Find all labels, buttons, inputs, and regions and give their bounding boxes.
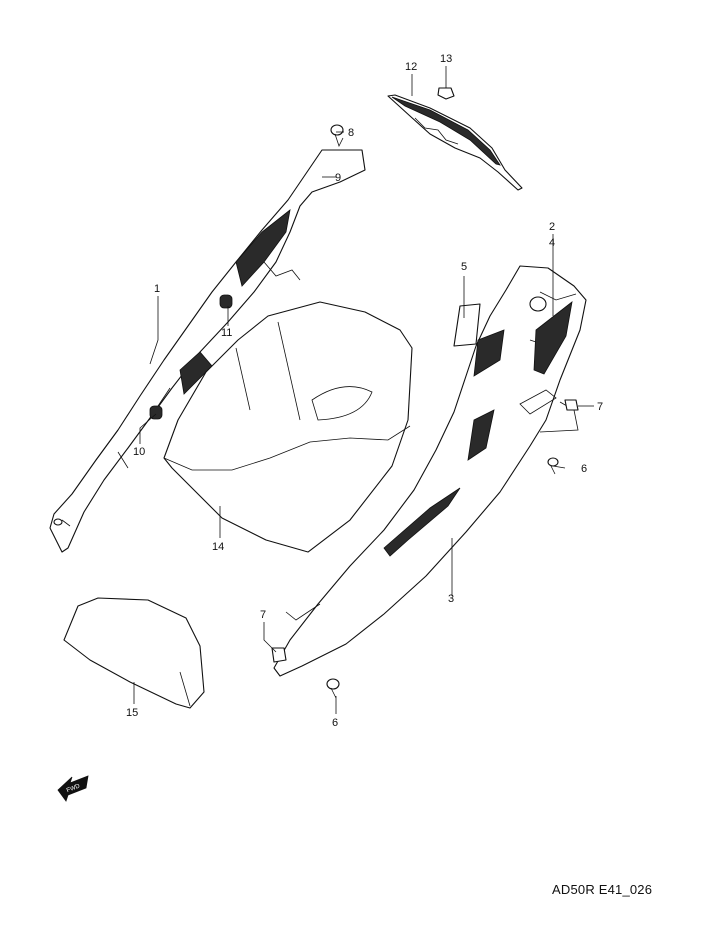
callout-1: 1	[154, 283, 160, 295]
fwd-label: FWD	[66, 783, 82, 794]
callout-4: 4	[549, 237, 555, 249]
part-6-screw-bottom	[326, 678, 340, 699]
callout-7-right: 7	[597, 401, 603, 413]
callout-7-left: 7	[260, 609, 266, 621]
part-13-clip	[437, 87, 455, 100]
callout-6-right: 6	[581, 463, 587, 475]
callout-5: 5	[461, 261, 467, 273]
part-15-pad	[63, 597, 205, 709]
part-10-grommet	[149, 405, 163, 420]
fwd-arrow-icon: FWD	[57, 775, 89, 802]
callout-11: 11	[221, 327, 232, 339]
callout-12: 12	[405, 61, 417, 73]
part-14-inner-box	[163, 301, 413, 553]
part-7-clip-right	[564, 399, 579, 411]
callout-labels: 1 2 3 4 5 6 6 7 7 8 9 10 11 12 13 14 15	[126, 53, 603, 729]
callout-3: 3	[448, 593, 454, 605]
part-3-right-side-cover	[273, 265, 587, 677]
callout-14: 14	[212, 541, 224, 553]
callout-8: 8	[348, 127, 354, 139]
part-1-left-side-cover	[49, 149, 366, 553]
part-5-emblem	[453, 303, 481, 347]
callout-9: 9	[335, 172, 341, 184]
callout-10: 10	[133, 446, 145, 458]
callout-13: 13	[440, 53, 452, 65]
leader-lines	[133, 66, 594, 714]
callout-2: 2	[549, 221, 555, 233]
callout-15: 15	[126, 707, 138, 719]
part-12-trim-strip	[387, 94, 523, 191]
part-8-screw	[330, 124, 344, 148]
drawing-code: AD50R E41_026	[552, 882, 653, 897]
callout-6-bottom: 6	[332, 717, 338, 729]
part-11-grommet	[219, 294, 233, 309]
